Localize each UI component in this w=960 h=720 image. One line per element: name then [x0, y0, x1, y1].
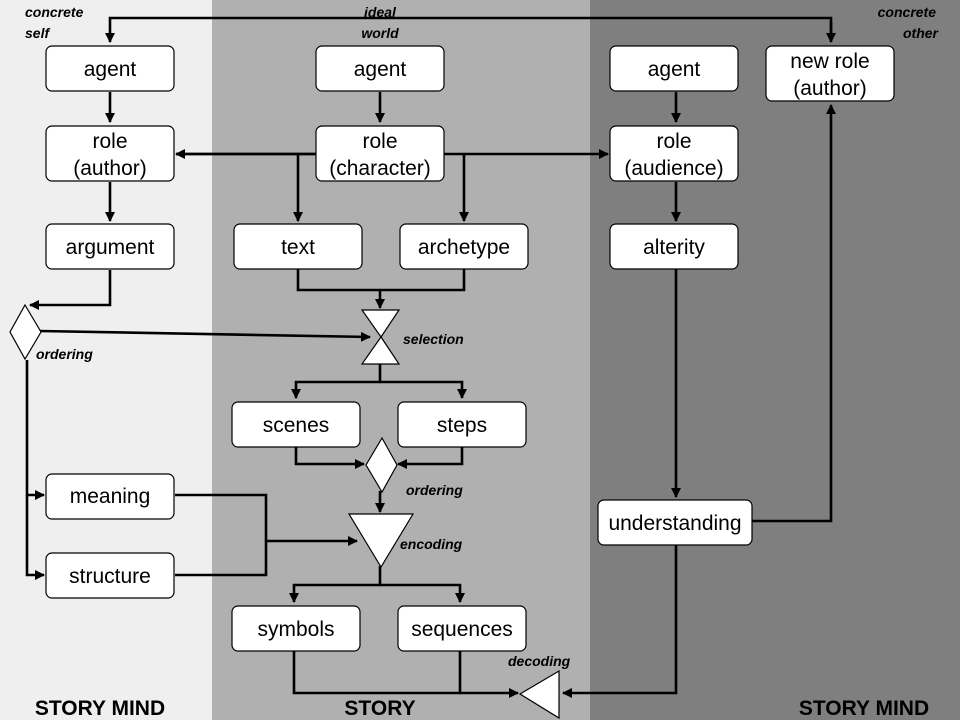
node-meaning: meaning: [45, 473, 175, 520]
decoding-label: decoding: [508, 653, 571, 669]
decoding-triangle: [518, 669, 560, 720]
node-role-character: role (character): [315, 125, 445, 182]
connectors: [25, 16, 836, 698]
arrow-encoding-split: [289, 566, 382, 603]
node-archetype: archetype: [399, 223, 529, 270]
arrow-symbols-sequences-to-decoding: [292, 650, 462, 695]
node-new-role-label-2: (author): [793, 77, 867, 100]
selection-hourglass: [360, 309, 401, 365]
ordering-diamond-left: [9, 303, 42, 361]
arrow-argument-to-ordering: [29, 270, 112, 310]
node-sequences: sequences: [397, 605, 527, 652]
node-scenes: scenes: [231, 401, 361, 448]
node-agent-audience-label: agent: [648, 58, 701, 81]
arrow-selection-split: [291, 364, 382, 399]
label-concrete-self-line2: self: [25, 25, 50, 41]
node-role-author-label-1: role: [92, 130, 127, 153]
arrow-scenes-to-ordering: [294, 446, 365, 469]
node-scenes-label: scenes: [263, 414, 330, 437]
node-role-audience-label-1: role: [656, 130, 691, 153]
node-agent-author: agent: [45, 45, 175, 92]
arrow-meaning-to-encoding: [175, 493, 268, 577]
node-agent-author-label: agent: [84, 58, 137, 81]
panel-left-label: STORY MIND: [35, 697, 165, 720]
panel-middle-label: STORY: [344, 697, 415, 720]
node-alterity-label: alterity: [643, 236, 705, 259]
node-sequences-label: sequences: [411, 618, 513, 641]
ordering-left-label: ordering: [36, 346, 93, 362]
label-concrete-self-line1: concrete: [25, 4, 84, 20]
arrow-ordering-to-structure: [25, 495, 45, 580]
node-understanding-label: understanding: [608, 512, 741, 535]
label-ideal-world-line1: ideal: [364, 4, 397, 20]
panel-right-label: STORY MIND: [799, 697, 929, 720]
encoding-label: encoding: [400, 536, 463, 552]
node-argument-label: argument: [66, 236, 155, 259]
node-agent-character: agent: [315, 45, 445, 92]
node-role-author: role (author): [45, 125, 175, 182]
node-structure-label: structure: [69, 565, 151, 588]
node-steps-label: steps: [437, 414, 487, 437]
node-role-author-label-2: (author): [73, 157, 147, 180]
node-understanding: understanding: [597, 499, 753, 546]
node-text: text: [233, 223, 363, 270]
panel-right-background: [590, 0, 960, 720]
node-archetype-label: archetype: [418, 236, 510, 259]
node-text-label: text: [281, 236, 315, 259]
ordering-mid-label: ordering: [406, 482, 463, 498]
label-concrete-other-line2: other: [903, 25, 940, 41]
node-steps: steps: [397, 401, 527, 448]
node-symbols: symbols: [231, 605, 361, 652]
node-new-role: new role (author): [765, 45, 895, 102]
arrow-selection-to-steps: [380, 380, 467, 399]
encoding-triangle: [347, 513, 415, 569]
node-role-audience-label-2: (audience): [624, 157, 723, 180]
arrow-encoding-to-sequences: [380, 583, 465, 603]
node-symbols-label: symbols: [257, 618, 334, 641]
node-role-character-label-2: (character): [329, 157, 431, 180]
ordering-diamond-mid: [365, 436, 398, 494]
label-concrete-other-line1: concrete: [878, 4, 937, 20]
arrow-steps-to-ordering: [397, 446, 464, 469]
node-agent-audience: agent: [609, 45, 739, 92]
node-alterity: alterity: [609, 223, 739, 270]
node-argument: argument: [45, 223, 175, 270]
selection-label: selection: [403, 331, 464, 347]
node-role-audience: role (audience): [609, 125, 739, 182]
panel-middle-background: [212, 0, 590, 720]
node-structure: structure: [45, 552, 175, 599]
node-new-role-label-1: new role: [790, 50, 869, 73]
arrow-understanding-to-new-role: [752, 104, 836, 523]
arrow-understanding-to-decoding: [562, 545, 678, 698]
panel-left-background: [0, 0, 212, 720]
arrow-ordering-to-selection: [39, 329, 371, 342]
node-agent-character-label: agent: [354, 58, 407, 81]
node-meaning-label: meaning: [70, 485, 151, 508]
label-ideal-world-line2: world: [361, 25, 399, 41]
node-role-character-label-1: role: [362, 130, 397, 153]
